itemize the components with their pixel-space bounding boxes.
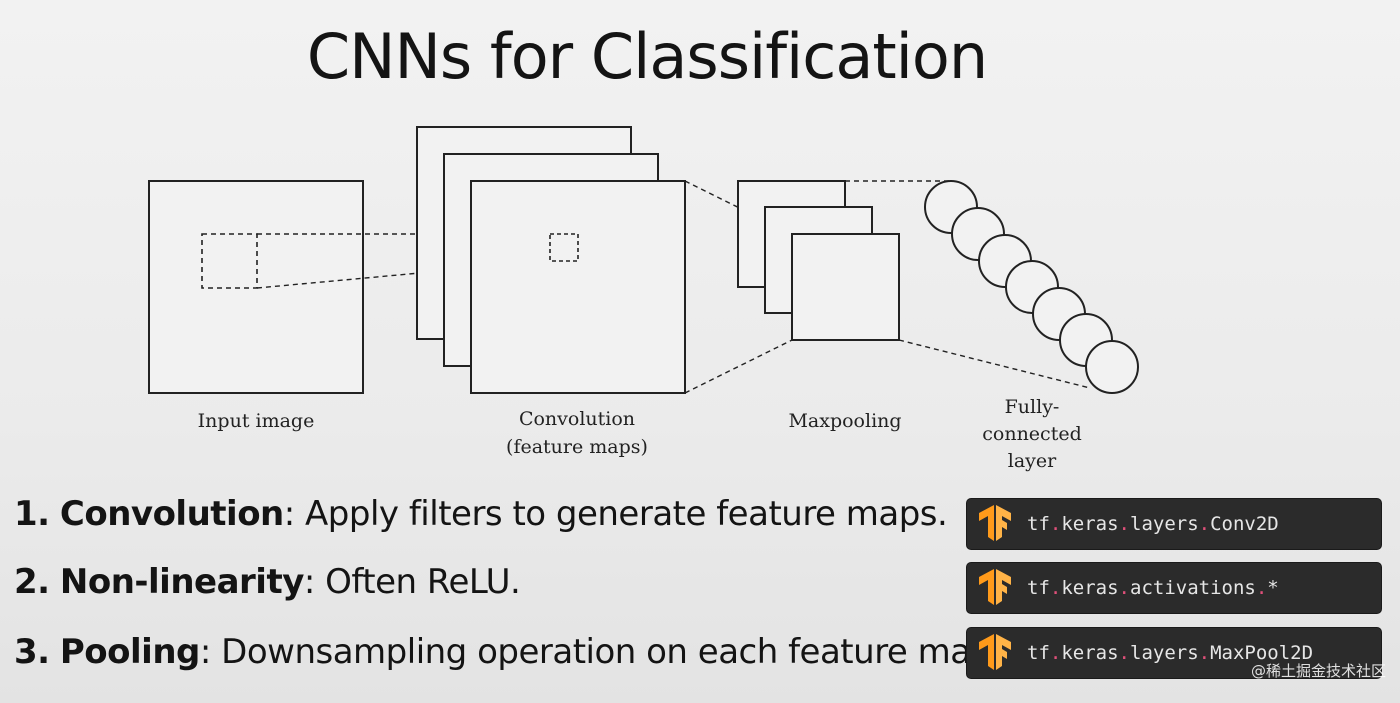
pool-link-bottom	[684, 339, 793, 394]
point-text: : Often ReLU.	[303, 562, 521, 602]
code-dot: .	[1118, 642, 1130, 664]
point-text: : Downsampling operation on each feature…	[199, 632, 1003, 672]
code-token: MaxPool2D	[1210, 642, 1314, 664]
code-dot: .	[1049, 577, 1062, 599]
code-dot: .	[1255, 577, 1268, 599]
code-dot: .	[1118, 513, 1130, 535]
input-image-box	[148, 180, 364, 394]
point-number: 3.	[14, 632, 50, 672]
point-number: 1.	[14, 494, 50, 534]
tensorflow-logo-icon	[979, 634, 1011, 670]
code-maxpool2d: tf.keras.layers.MaxPool2D	[966, 627, 1382, 679]
code-dot: .	[1198, 513, 1211, 535]
point-term: Convolution	[59, 494, 284, 534]
code-token: tf	[1027, 577, 1050, 599]
code-token: *	[1267, 577, 1279, 599]
tensorflow-logo-icon	[979, 569, 1011, 605]
code-activations: tf.keras.activations.*	[966, 562, 1382, 614]
label-fc-line1: Fully-	[1005, 396, 1060, 418]
code-dot: .	[1198, 642, 1211, 664]
fc-neuron	[1085, 340, 1139, 394]
code-token: keras	[1061, 642, 1119, 664]
code-token: layers	[1130, 642, 1199, 664]
pooled-map-1	[791, 233, 900, 341]
label-fc-line3: layer	[1008, 450, 1057, 472]
cnn-diagram: Input image Convolution (feature maps) M…	[148, 126, 1139, 472]
code-token: keras	[1061, 513, 1119, 535]
label-fc-line2: connected	[982, 423, 1081, 445]
receptive-field-box	[201, 233, 258, 289]
point-text: : Apply filters to generate feature maps…	[283, 494, 948, 534]
point-convolution: 1. Convolution: Apply filters to generat…	[14, 494, 948, 534]
code-token: tf	[1027, 642, 1050, 664]
conv-output-cell	[549, 233, 579, 262]
code-conv2d: tf.keras.layers.Conv2D	[966, 498, 1382, 550]
code-dot: .	[1118, 577, 1130, 599]
slide-title: CNNs for Classification	[306, 20, 988, 93]
label-convolution: Convolution	[519, 408, 635, 430]
point-term: Non-linearity	[59, 562, 304, 602]
label-feature-maps: (feature maps)	[506, 436, 648, 458]
label-maxpooling: Maxpooling	[788, 410, 901, 432]
point-non-linearity: 2. Non-linearity: Often ReLU.	[14, 562, 521, 602]
feature-map-1	[470, 180, 686, 394]
code-token: keras	[1061, 577, 1119, 599]
code-token: tf	[1027, 513, 1050, 535]
code-token: Conv2D	[1210, 513, 1279, 535]
code-dot: .	[1049, 513, 1062, 535]
code-token: layers	[1130, 513, 1199, 535]
fc-link-bottom	[898, 339, 1091, 389]
code-dot: .	[1049, 642, 1062, 664]
label-input-image: Input image	[198, 410, 315, 432]
point-pooling: 3. Pooling: Downsampling operation on ea…	[14, 632, 1003, 672]
watermark: @稀土掘金技术社区	[1250, 662, 1386, 680]
tensorflow-logo-icon	[979, 505, 1011, 541]
code-token: activations	[1130, 577, 1256, 599]
point-term: Pooling	[59, 632, 201, 672]
point-number: 2.	[14, 562, 50, 602]
